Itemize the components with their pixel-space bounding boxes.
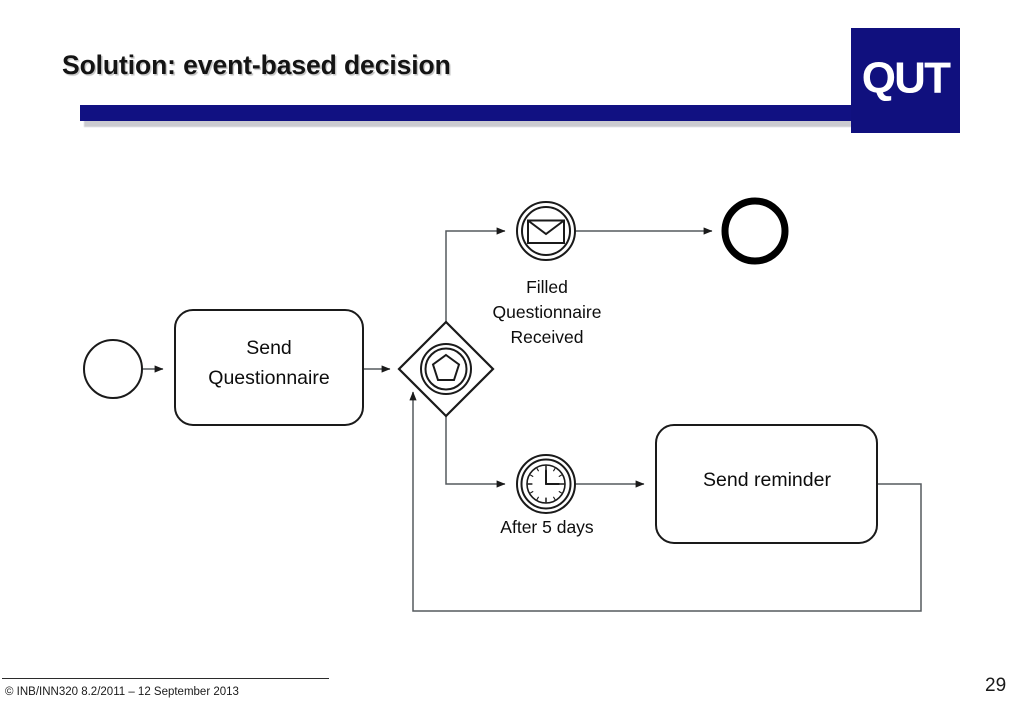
intermediate-message-event[interactable]: [516, 201, 576, 261]
task-send-questionnaire[interactable]: [174, 309, 364, 426]
task-send-reminder[interactable]: [655, 424, 878, 544]
page-title: Solution: event-based decision: [62, 50, 451, 80]
intermediate-timer-event-label: After 5 days: [500, 517, 594, 537]
end-event[interactable]: [721, 197, 789, 265]
title-rule: [80, 105, 854, 121]
flow-gateway-to-message: [445, 227, 506, 322]
gateway-inner-circle: [424, 347, 468, 391]
flow-reminder-loopback: [409, 391, 922, 612]
qut-logo: QUT: [851, 28, 960, 133]
qut-logo-text: QUT: [861, 53, 951, 102]
page-number: 29: [985, 675, 1007, 696]
footer-divider: [2, 678, 329, 680]
pentagon-icon: [431, 353, 461, 381]
envelope-icon: [527, 219, 565, 244]
flow-gateway-to-timer: [445, 416, 506, 488]
footer-copyright: © INB/INN320 8.2/2011 – 12 September 201…: [5, 686, 239, 698]
task-send-reminder-label: Send reminder: [703, 469, 831, 491]
intermediate-timer-event[interactable]: [516, 454, 576, 514]
start-event[interactable]: [83, 339, 143, 399]
sequence-flow-layer: [142, 227, 922, 612]
clock-icon: [526, 464, 566, 504]
gateway-diamond: [397, 320, 495, 418]
task-send-questionnaire-label: Send Questionnaire: [208, 337, 330, 389]
event-based-gateway[interactable]: [397, 320, 495, 418]
intermediate-message-event-label: Filled Questionnaire Received: [492, 277, 602, 347]
gateway-outer-circle: [420, 343, 472, 395]
